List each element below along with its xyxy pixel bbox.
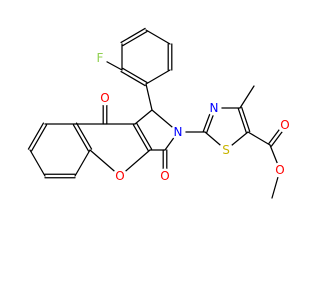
atom-label-s: S — [222, 143, 230, 157]
bond-line — [122, 30, 148, 47]
atom-label-background — [157, 168, 173, 184]
atom-label-f: F — [97, 51, 104, 65]
bond-line — [29, 149, 46, 177]
bond-line — [74, 149, 91, 177]
bond-lines — [27, 27, 288, 199]
bond-line — [145, 29, 171, 45]
bond-line — [122, 67, 148, 84]
atom-label-background — [206, 100, 222, 116]
atom-label-background — [112, 168, 128, 184]
bond-line — [241, 106, 251, 133]
bond-line — [75, 122, 93, 150]
atom-label-background — [92, 50, 108, 66]
bond-line — [145, 83, 153, 111]
atom-label-background — [272, 162, 288, 178]
atom-label-o: O — [115, 169, 124, 183]
molecule-structure-drawing: O O O O O N N S F — [27, 27, 293, 199]
atom-label-background — [97, 90, 113, 106]
atom-label-n: N — [174, 125, 183, 139]
atom-label-n: N — [210, 101, 219, 115]
bond-line — [239, 85, 255, 109]
bond-line — [120, 27, 146, 44]
atom-label-o: O — [100, 91, 109, 105]
atom-label-o: O — [160, 169, 169, 183]
bond-line — [135, 122, 153, 150]
bond-line — [27, 122, 45, 150]
bond-line — [145, 69, 171, 85]
atom-labels: O O O O O N N S F — [92, 50, 293, 184]
atom-label-background — [218, 142, 234, 158]
bond-line — [30, 124, 48, 152]
atom-label-o: O — [275, 163, 284, 177]
atom-label-background — [170, 124, 186, 140]
bond-line — [237, 107, 247, 134]
bond-line — [132, 124, 150, 152]
bond-line — [72, 124, 90, 152]
bond-line — [134, 109, 153, 125]
bond-line — [247, 131, 271, 146]
bond-line — [120, 70, 146, 87]
atom-label-o: O — [280, 118, 289, 132]
atom-label-background — [277, 117, 293, 133]
